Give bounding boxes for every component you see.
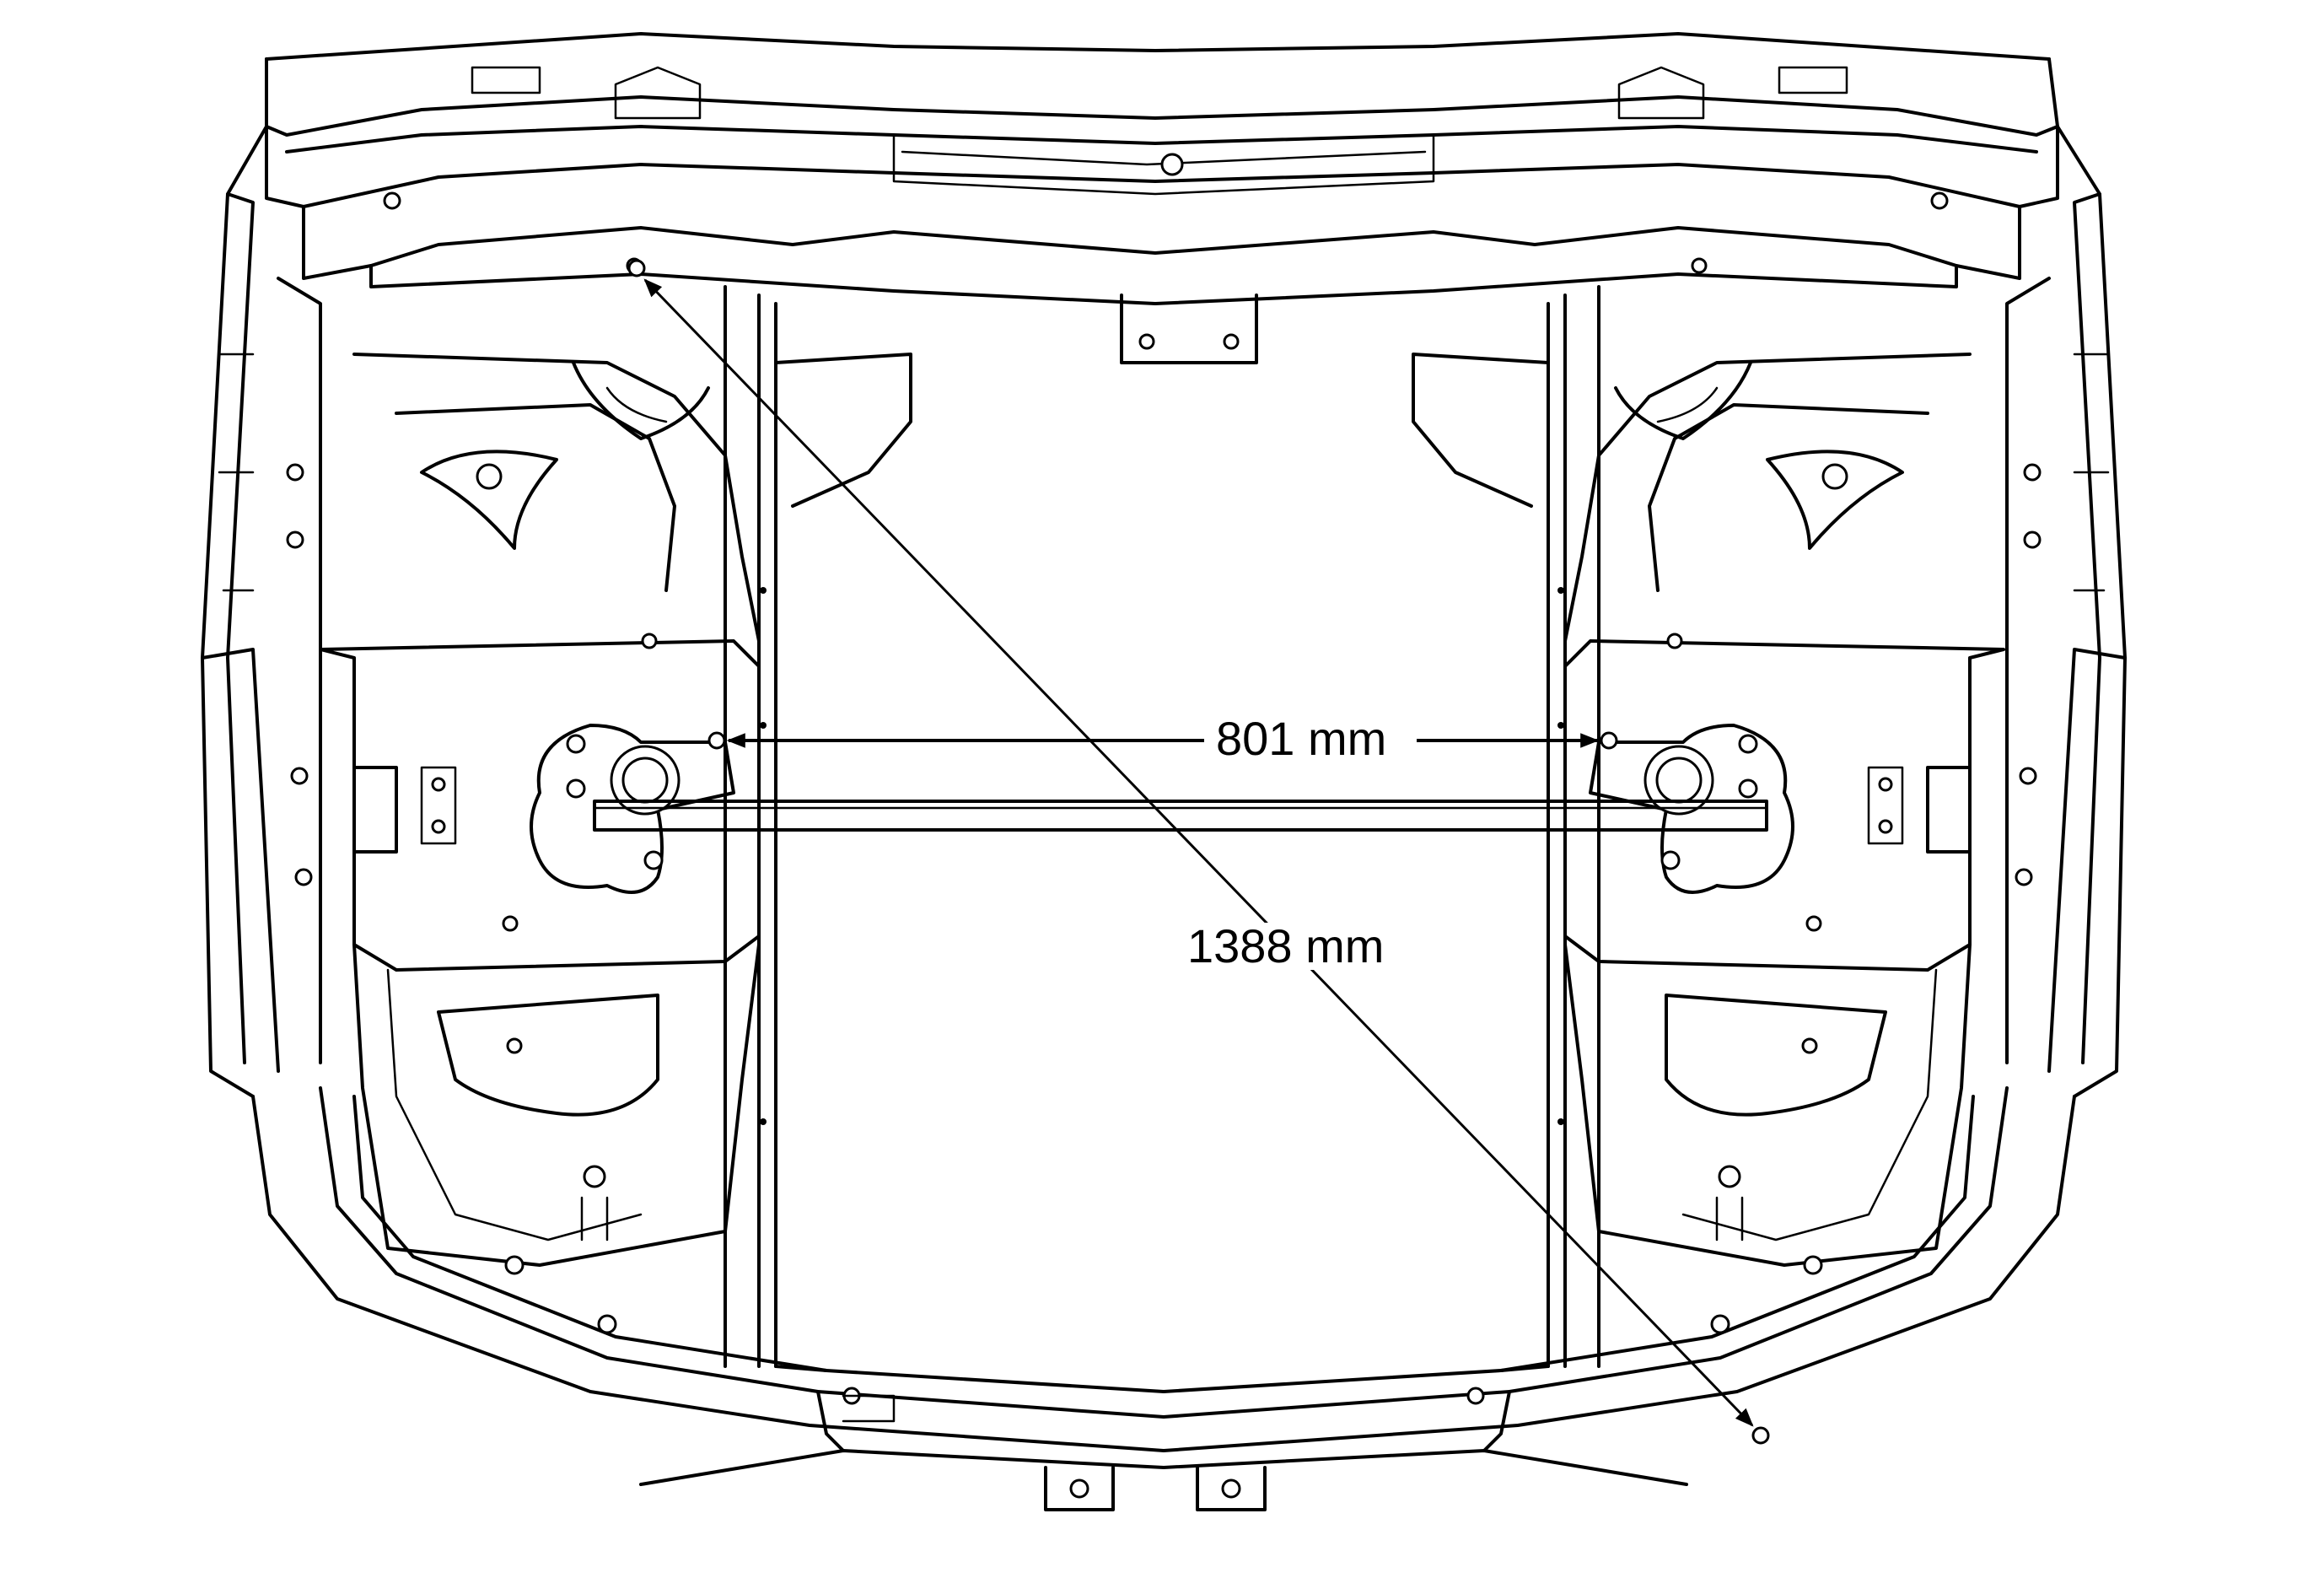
measure-point-right-strut xyxy=(1600,731,1618,750)
upper-cowl-panel xyxy=(265,32,2059,364)
dimension-label-801: 801 mm xyxy=(1204,715,1399,762)
strut-tower-cross-bar xyxy=(593,800,1768,832)
left-wheelhouse xyxy=(319,353,761,1267)
right-side-rail xyxy=(2005,125,2127,1098)
inner-frame-rails xyxy=(724,285,1600,1368)
dimension-lines xyxy=(643,278,1754,1427)
measure-point-lower-right xyxy=(1751,1426,1770,1445)
dimension-label-1388: 1388 mm xyxy=(1175,923,1396,970)
measure-point-upper-left xyxy=(627,259,646,277)
lower-radiator-support xyxy=(251,1086,2076,1511)
measure-point-left-strut xyxy=(707,731,726,750)
left-side-rail xyxy=(201,125,322,1098)
right-wheelhouse xyxy=(1563,353,2005,1267)
dimension-arrow-1388 xyxy=(643,278,1754,1427)
